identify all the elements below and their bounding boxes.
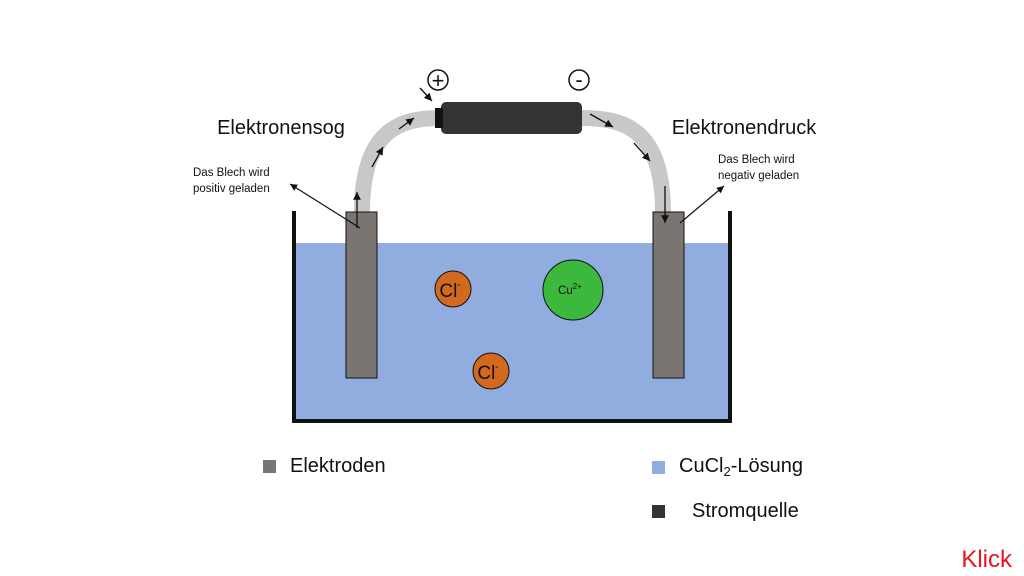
electron-suction-heading: Elektronensog [217,117,345,139]
svg-text:Cl-: Cl- [439,280,460,302]
chloride-ion: Cl- [434,270,472,308]
right-electrode [652,211,685,379]
beaker [292,211,732,423]
electron-pressure-heading: Elektronendruck [672,117,818,139]
legend-electrodes: Elektroden [263,455,386,478]
left-note-line2: positiv geladen [193,183,270,195]
electron-arrow [398,117,415,130]
left-electrode [345,211,378,379]
legend-solution-label: CuCl2-Lösung [679,455,803,479]
electron-arrow [419,87,433,102]
chloride-charge: - [495,362,498,373]
electrode-swatch [263,460,276,473]
svg-text:Cu2+: Cu2+ [558,282,582,297]
right-note-pointer [679,185,725,224]
klick-button[interactable]: Klick [961,546,1012,573]
electron-arrow [633,142,651,162]
electron-flow-arrows [353,87,669,228]
legend-power-source: Stromquelle [652,500,799,523]
electron-arrow [589,113,614,128]
electron-arrow [371,146,384,168]
right-note-line2: negativ geladen [718,170,799,182]
connecting-wire [354,110,671,213]
minus-pole-icon [568,69,590,91]
legend-electrodes-label: Elektroden [290,455,386,477]
legend-power-source-label: Stromquelle [692,500,799,522]
left-note-pointer [289,183,361,229]
left-note-line1: Das Blech wird [193,167,270,179]
legend-solution: CuCl2-Lösung [652,455,803,479]
power-source [441,102,582,134]
plus-pole-icon [427,69,449,91]
chloride-symbol: Cl [477,363,495,384]
power-source-swatch [652,505,665,518]
copper-charge: 2+ [573,282,582,291]
solution-swatch [652,460,665,474]
chloride-charge: - [457,280,460,291]
copper-symbol: Cu [558,285,573,297]
svg-text:Cl-: Cl- [477,362,498,384]
copper-ion: Cu2+ [542,259,604,321]
right-note-line1: Das Blech wird [718,154,795,166]
plus-pole-label: + [432,68,445,93]
power-source-terminal [435,108,443,128]
minus-pole-label: - [575,67,582,92]
chloride-ion: Cl- [472,352,510,390]
chloride-symbol: Cl [439,281,457,302]
